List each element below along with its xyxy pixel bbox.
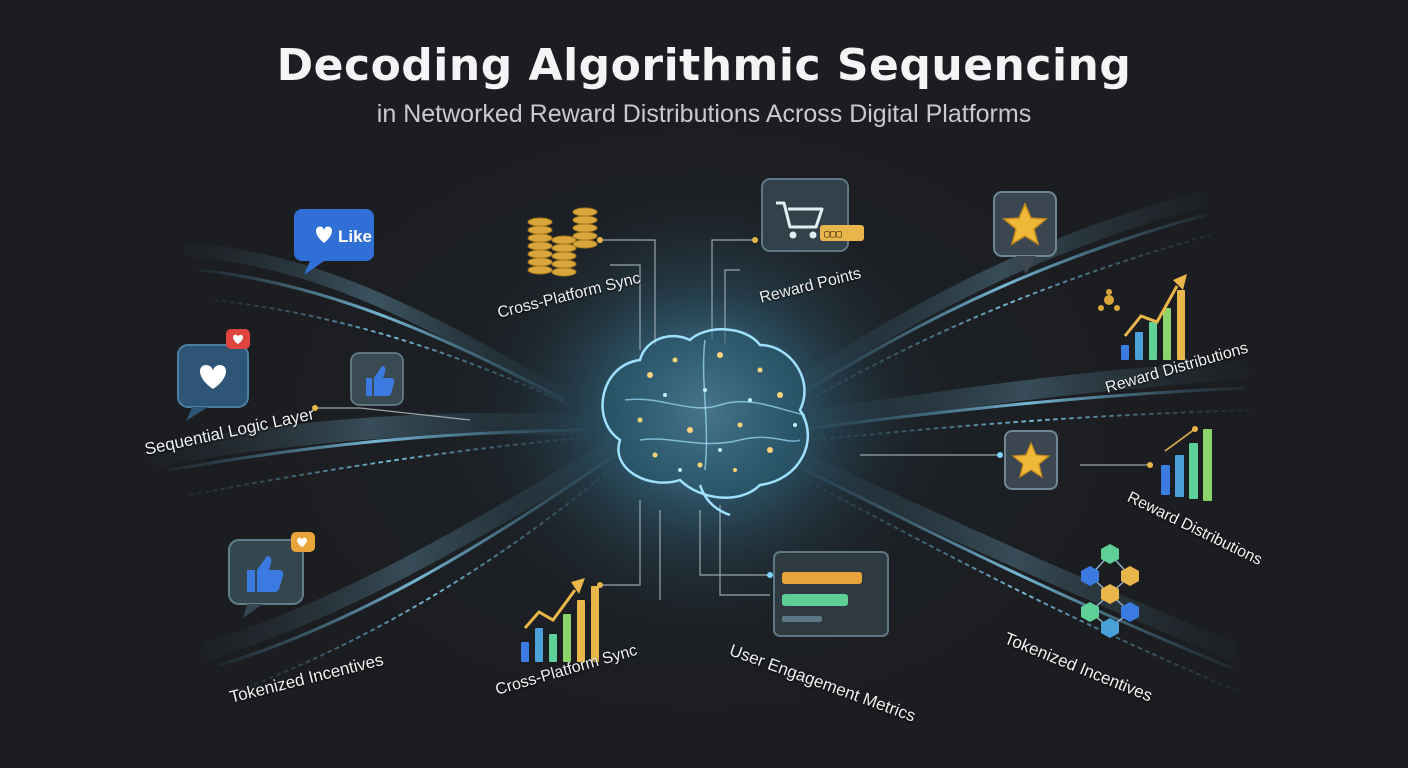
svg-text:▢▢▢: ▢▢▢: [824, 229, 842, 240]
shopping-cart-screen-icon: ▢▢▢: [761, 178, 864, 252]
like-bubble-icon: Like: [294, 209, 374, 275]
thumbs-up-bubble-icon: [228, 532, 315, 618]
engagement-dashboard-icon: [773, 551, 889, 637]
token-network-icon: [1081, 544, 1139, 638]
stream-left-upper: [183, 243, 571, 406]
connector-lines: [315, 239, 1150, 600]
stream-left-lower: [201, 441, 621, 691]
brain-icon: [601, 328, 810, 517]
rising-chart-icon: [1098, 274, 1187, 360]
stream-left-middle: [149, 412, 591, 496]
heart-notification-icon: [177, 329, 250, 421]
star-badge-icon: [993, 191, 1057, 274]
star-badge-small-icon: [1004, 430, 1058, 490]
bar-chart-icon: [1161, 426, 1212, 501]
connector-dots: [312, 237, 1153, 588]
stream-right-middle: [800, 360, 1251, 441]
page-title: Decoding Algorithmic Sequencing: [276, 40, 1132, 91]
growth-chart-icon: [521, 578, 599, 662]
thumbs-up-icon: [350, 352, 404, 406]
page-subtitle: in Networked Reward Distributions Across…: [376, 100, 1032, 128]
like-bubble-text: Like: [338, 227, 372, 246]
stream-right-lower: [791, 451, 1239, 691]
coin-stacks-icon: [527, 207, 598, 277]
stream-right-upper: [792, 192, 1211, 401]
